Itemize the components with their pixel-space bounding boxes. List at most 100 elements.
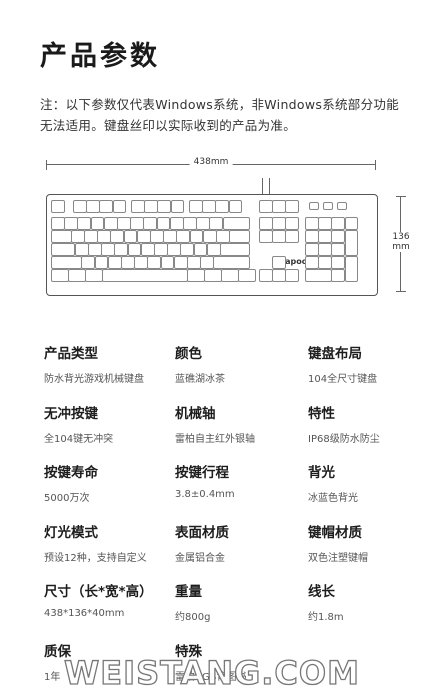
key xyxy=(127,243,142,256)
key xyxy=(189,230,204,243)
spec-value: 蓝礁湖冰茶 xyxy=(175,374,225,385)
height-dimension: 136 mm xyxy=(386,196,416,292)
spec-value: 雷柏自主红外银轴 xyxy=(175,433,255,445)
key xyxy=(134,256,149,269)
key xyxy=(183,217,197,230)
spec-value: 双色注塑键帽 xyxy=(308,552,368,564)
key xyxy=(94,256,109,269)
key xyxy=(73,200,87,213)
key xyxy=(123,230,138,243)
key xyxy=(196,217,211,230)
spec-item: 线长约1.8m xyxy=(308,580,432,623)
height-label-unit: mm xyxy=(392,242,410,252)
key xyxy=(176,230,191,243)
key xyxy=(85,269,104,282)
spec-value: 5000万次 xyxy=(44,493,90,504)
key xyxy=(318,230,333,243)
key xyxy=(97,230,112,243)
key xyxy=(337,202,347,210)
key xyxy=(200,256,215,269)
key xyxy=(99,200,114,213)
keyboard-diagram: Rapoo xyxy=(46,194,378,296)
spec-value: 全104键无冲突 xyxy=(44,433,114,445)
spec-label: 线长 xyxy=(308,584,335,600)
key xyxy=(272,217,287,230)
key xyxy=(193,243,208,256)
key xyxy=(101,243,116,256)
key xyxy=(272,200,287,213)
key xyxy=(156,217,171,230)
key xyxy=(221,269,240,282)
key xyxy=(272,256,287,269)
key xyxy=(120,256,135,269)
key xyxy=(180,243,195,256)
key xyxy=(238,269,257,282)
key xyxy=(144,200,159,213)
key xyxy=(272,269,287,282)
key xyxy=(219,243,250,256)
key xyxy=(51,230,72,243)
spec-label: 背光 xyxy=(308,465,335,481)
key xyxy=(285,269,300,282)
key xyxy=(173,256,188,269)
key xyxy=(150,230,164,243)
key xyxy=(140,243,155,256)
height-label: 136 mm xyxy=(386,232,416,252)
key xyxy=(331,243,346,256)
key xyxy=(344,256,359,282)
spec-label: 重量 xyxy=(175,584,202,600)
key xyxy=(318,217,333,230)
spec-label: 产品类型 xyxy=(44,346,98,362)
key xyxy=(305,217,319,230)
key xyxy=(189,200,203,213)
spec-label: 机械轴 xyxy=(175,405,216,422)
spec-item: 特殊雷柏RGB背图书 xyxy=(175,640,305,683)
spec-item: 灯光模式预设12种，支持自定义 xyxy=(44,521,174,564)
spec-label: 无冲按键 xyxy=(44,405,98,422)
key xyxy=(51,256,83,269)
key xyxy=(136,230,151,243)
key xyxy=(117,217,131,230)
spec-value: 104全尺寸键盘 xyxy=(308,374,378,385)
width-dimension: 438mm xyxy=(46,157,376,170)
spec-label: 灯光模式 xyxy=(44,524,98,541)
key xyxy=(259,269,273,282)
spec-label: 颜色 xyxy=(175,346,202,362)
key xyxy=(216,230,230,243)
spec-value: 冰蓝色背光 xyxy=(308,493,358,504)
spec-label: 特性 xyxy=(308,405,335,422)
key xyxy=(318,243,333,256)
key xyxy=(87,243,102,256)
key xyxy=(331,230,346,243)
key xyxy=(170,200,185,213)
key xyxy=(229,230,250,243)
key xyxy=(114,243,129,256)
key xyxy=(51,269,69,282)
key xyxy=(228,200,243,213)
key xyxy=(103,217,118,230)
spec-item: 颜色蓝礁湖冰茶 xyxy=(175,342,305,385)
key xyxy=(84,230,98,243)
key xyxy=(112,200,127,213)
key xyxy=(107,256,122,269)
spec-label: 键帽材质 xyxy=(308,524,362,541)
key xyxy=(305,256,319,269)
key xyxy=(70,230,85,243)
spec-label: 表面材质 xyxy=(175,524,229,541)
spec-item: 无冲按键全104键无冲突 xyxy=(44,402,174,445)
key xyxy=(143,217,158,230)
key xyxy=(213,256,250,269)
key xyxy=(323,202,333,210)
spec-value: 防水背光游戏机械键盘 xyxy=(44,374,144,385)
key xyxy=(51,243,76,256)
key xyxy=(167,243,182,256)
spec-value: 金属铝合金 xyxy=(175,552,225,564)
key xyxy=(285,230,300,243)
key xyxy=(215,200,230,213)
spec-item: 重量约800g xyxy=(175,580,305,623)
key xyxy=(130,217,145,230)
